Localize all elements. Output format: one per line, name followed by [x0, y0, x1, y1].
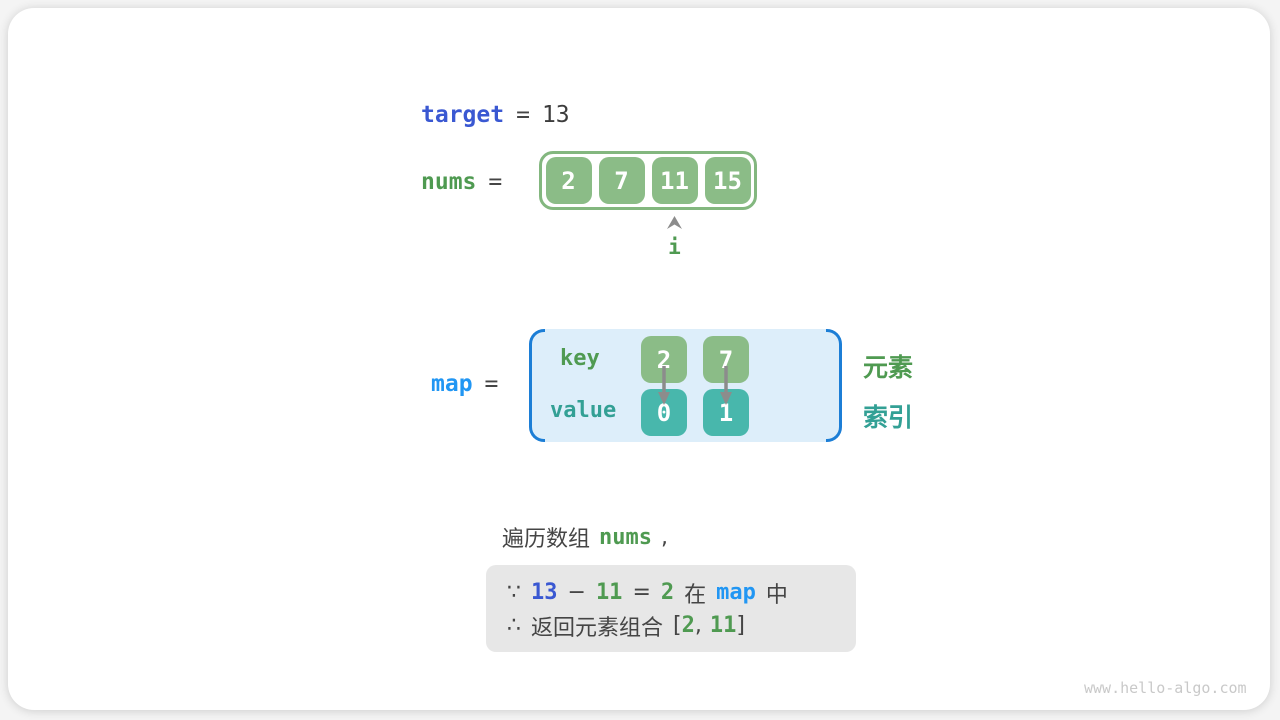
map-reference: map — [716, 580, 756, 605]
difference: 2 — [660, 580, 675, 605]
nums-array-cell: 15 — [704, 157, 751, 204]
map-line-label: map = — [431, 371, 510, 397]
line2-text: 返回元素组合 — [531, 615, 664, 641]
nums-line-label: nums = — [421, 169, 514, 195]
map-value-row-label: value — [550, 398, 617, 423]
because-symbol: ∵ — [507, 580, 521, 605]
equals-sign: = — [516, 102, 530, 128]
target-value: 13 — [541, 102, 570, 128]
key-to-value-arrow-icon — [658, 366, 670, 405]
caption-line: 遍历数组 nums , — [502, 521, 668, 553]
nums-array-cell: 7 — [598, 157, 645, 204]
target-variable-label: target — [421, 102, 505, 128]
index-pointer-label: i — [668, 235, 681, 259]
target-line: target = 13 — [421, 102, 570, 128]
map-right-bracket — [826, 329, 842, 442]
map-left-bracket — [529, 329, 545, 442]
caption-suffix: , — [661, 524, 668, 550]
nums-array: 2 7 11 15 — [539, 151, 757, 210]
equals-sign: = — [484, 371, 499, 397]
comma: , — [694, 613, 702, 638]
close-bracket: ] — [736, 613, 745, 638]
equals-sign: = — [632, 580, 651, 605]
note-line-because: ∵ 13 − 11 = 2 在 map 中 — [507, 576, 856, 609]
minuend-target: 13 — [531, 580, 558, 605]
map-key-row-label: key — [560, 346, 600, 371]
equals-sign: = — [488, 169, 503, 195]
diagram-card: target = 13 nums = 2 7 11 15 i map = key… — [8, 8, 1270, 710]
nums-array-cell: 2 — [545, 157, 592, 204]
map-key-cell: 2 — [641, 336, 687, 383]
caption-code-nums: nums — [599, 524, 652, 550]
minus-sign: − — [567, 580, 586, 605]
caption-prefix: 遍历数组 — [502, 527, 591, 552]
conclusion-note-box: ∵ 13 − 11 = 2 在 map 中 ∴ 返回元素组合 [ 2 , 11 … — [486, 565, 856, 652]
open-bracket: [ — [673, 613, 682, 638]
result-first: 2 — [681, 613, 695, 638]
key-row-annotation: 元素 — [863, 353, 914, 382]
key-to-value-arrow-icon — [720, 366, 732, 405]
therefore-symbol: ∴ — [507, 613, 521, 638]
map-variable-label: map — [431, 371, 473, 397]
subtrahend: 11 — [595, 580, 623, 605]
site-watermark: www.hello-algo.com — [1084, 679, 1247, 697]
value-row-annotation: 索引 — [863, 403, 914, 432]
in-word: 在 — [684, 582, 707, 608]
note-line-therefore: ∴ 返回元素组合 [ 2 , 11 ] — [507, 609, 856, 642]
index-pointer-arrow-icon — [667, 216, 682, 229]
nums-variable-label: nums — [421, 169, 477, 195]
result-second: 11 — [709, 613, 737, 638]
line1-suffix: 中 — [765, 582, 788, 608]
nums-array-cell: 11 — [651, 157, 698, 204]
